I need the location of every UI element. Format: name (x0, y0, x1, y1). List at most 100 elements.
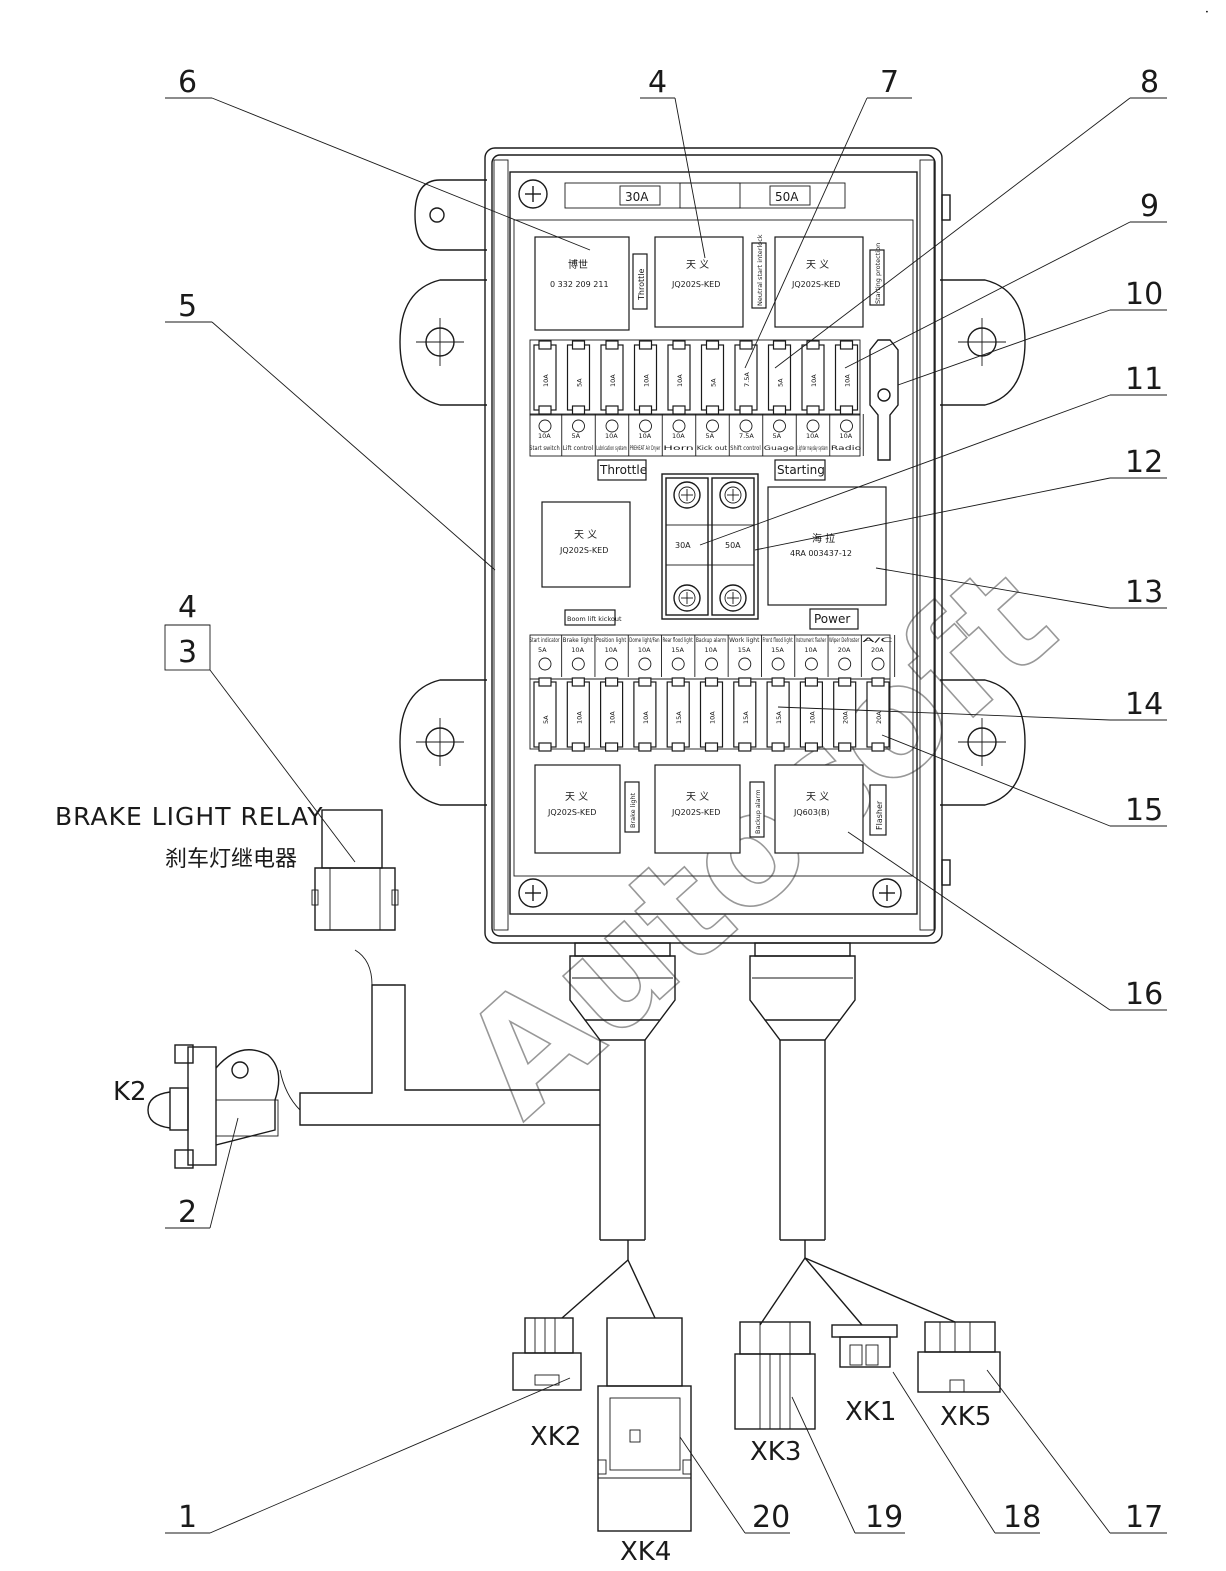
fuse-rating: 7.5A (743, 372, 751, 387)
fuse-label-rating: 15A (671, 646, 684, 654)
fuse-rating: 10A (643, 374, 651, 387)
callout-19: 19 (865, 1500, 903, 1535)
fuse-label-rating: 10A (840, 432, 853, 440)
fuse-label-text: Start switch (529, 444, 560, 452)
fuse-rating: 5A (542, 715, 550, 724)
callout-6: 6 (178, 65, 197, 100)
fuse-box (399, 147, 1026, 944)
blade-fuse: 20A (866, 677, 890, 752)
relay-bot-mid: 天 义 JQ202S-KED Backup alarm (654, 764, 765, 854)
relay-brand: 天 义 (686, 791, 709, 803)
fuse-label-text: PREHEAT Air Dryer (630, 444, 661, 452)
breaker-50a-label: 50A (725, 541, 741, 550)
callout-8: 8 (1140, 65, 1159, 100)
fuse-rating: 10A (709, 711, 717, 724)
callout-1: 1 (178, 1500, 197, 1535)
relay-side-label: Neutral start interlock (756, 234, 764, 306)
blade-fuse: 5A (566, 340, 591, 415)
relay-side-label: Flasher (875, 800, 884, 830)
fuse-label-rating: 10A (571, 646, 584, 654)
callout-5: 5 (178, 289, 197, 324)
fuse-rating: 10A (542, 374, 550, 387)
fuse-label-text: A/C (862, 636, 894, 644)
fuse-label-rating: 5A (773, 432, 782, 440)
relay-part: JQ202S-KED (791, 280, 840, 289)
relay-brand: 天 义 (565, 791, 588, 803)
callout-14: 14 (1125, 687, 1163, 722)
fuse-rating: 10A (575, 711, 583, 724)
callout-12: 12 (1125, 445, 1163, 480)
blade-fuse: 20A (833, 677, 857, 752)
relay-part: JQ202S-KED (671, 808, 720, 817)
relay-top-mid: 天 义 JQ202S-KED Neutral start interlock (654, 234, 767, 328)
callout-17: 17 (1125, 1500, 1163, 1535)
fuse-label-text: Kick out (697, 444, 728, 452)
blade-fuse: 10A (834, 340, 859, 415)
fuse-label-rating: 7.5A (739, 432, 754, 440)
relay-part: JQ202S-KED (559, 546, 608, 555)
relay-brand: 海 拉 (812, 532, 835, 545)
top-fuse-row: 10A 5A 10A 10A 10A 5A 7.5A 5A 10A 10A 10A Start sw… (529, 339, 864, 457)
callout-3: 3 (178, 635, 197, 670)
relay-part: JQ202S-KED (547, 808, 596, 817)
fuse-label-rating: 10A (639, 432, 652, 440)
blade-fuse: 10A (633, 340, 658, 415)
main-fuse-50a-label: 50A (775, 190, 799, 204)
fuse-label-text: Work light (729, 636, 760, 644)
boom-lift-tag-box (564, 609, 616, 626)
main-fuse-strip: 30A 50A (564, 182, 846, 209)
relay-side-label: Backup alarm (754, 789, 762, 834)
fuse-label-text: Rear flood light (663, 636, 694, 644)
callout-20: 20 (752, 1500, 790, 1535)
relay-brand: 天 义 (574, 529, 597, 541)
k2-switch (147, 1044, 280, 1169)
leader-lines (164, 97, 1167, 1534)
brake-relay-caption-zh: 刹车灯继电器 (165, 847, 297, 872)
relay-top-right: 天 义 JQ202S-KED Starting protection (774, 236, 885, 328)
fuse-label-rating: 10A (806, 432, 819, 440)
blade-fuse: 5A (533, 677, 557, 752)
relay-brand: 天 义 (806, 791, 829, 803)
brake-relay-caption-en: BRAKE LIGHT RELAY (55, 802, 324, 831)
power-tag-box (809, 608, 859, 630)
xk2-label: XK2 (530, 1422, 581, 1452)
blade-fuse: 7.5A (734, 340, 758, 415)
callout-11: 11 (1125, 362, 1163, 397)
xk5-label: XK5 (940, 1402, 991, 1432)
relay-brand: 博世 (568, 258, 588, 271)
fuse-label-rating: 15A (738, 646, 751, 654)
main-fuse-30a-label: 30A (625, 190, 649, 204)
fuse-label-rating: 5A (572, 432, 581, 440)
xk1-label: XK1 (845, 1397, 896, 1427)
relay-part: JQ603(B) (793, 808, 830, 817)
fuse-label-cell: 15A Rear flood light (663, 635, 696, 677)
fuse-label-rating: 10A (804, 646, 817, 654)
relay-part: 0 332 209 211 (550, 280, 609, 289)
fuse-label-rating: 10A (538, 432, 551, 440)
fuse-label-rating: 5A (538, 646, 547, 654)
fuse-label-rating: 10A (605, 646, 618, 654)
throttle-tag-box (597, 459, 647, 481)
fuse-label-text: Radio (831, 444, 862, 452)
fuse-rating: 15A (742, 711, 750, 724)
screw-icon (518, 179, 902, 908)
relay-part: 4RA 003437-12 (790, 549, 852, 558)
callout-15: 15 (1125, 793, 1163, 828)
blade-fuse: 10A (633, 677, 657, 752)
blade-fuse: 15A (733, 677, 757, 752)
fuse-rating: 10A (642, 711, 650, 724)
k2-label: K2 (113, 1077, 147, 1107)
blade-fuse: 10A (533, 340, 557, 415)
brake-light-relay (311, 809, 399, 931)
